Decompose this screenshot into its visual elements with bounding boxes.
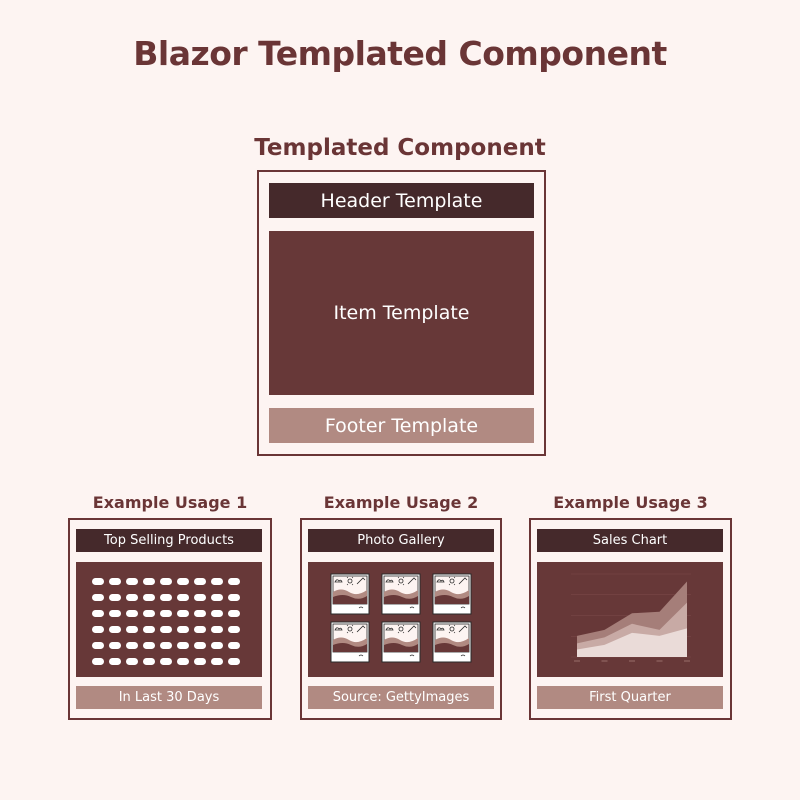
example-1-item-area xyxy=(76,562,262,677)
example-2-footer: Source: GettyImages xyxy=(308,686,494,709)
list-item-dot xyxy=(92,626,104,633)
list-item-dot xyxy=(177,642,189,649)
list-item-dot xyxy=(92,642,104,649)
list-item-dot xyxy=(126,578,138,585)
list-item-dot xyxy=(160,594,172,601)
page-title: Blazor Templated Component xyxy=(0,34,800,73)
list-item-dot xyxy=(160,578,172,585)
photo-gallery-grid xyxy=(308,562,494,677)
list-item-dot xyxy=(126,610,138,617)
list-item-dot xyxy=(109,642,121,649)
sales-area-chart xyxy=(537,562,723,677)
list-item-dot xyxy=(109,594,121,601)
list-item-dot xyxy=(160,642,172,649)
example-1-footer: In Last 30 Days xyxy=(76,686,262,709)
example-2-header: Photo Gallery xyxy=(308,529,494,552)
list-item-dot xyxy=(126,594,138,601)
list-item-dot xyxy=(177,610,189,617)
footer-template-bar: Footer Template xyxy=(269,408,534,443)
list-item-dot xyxy=(194,642,206,649)
list-item-dot xyxy=(92,578,104,585)
item-template-area: Item Template xyxy=(269,231,534,395)
list-item-dot xyxy=(228,658,240,665)
list-item-dot xyxy=(143,594,155,601)
list-item-dot xyxy=(211,594,223,601)
example-usage-3-title: Example Usage 3 xyxy=(529,493,732,512)
list-item-dot xyxy=(211,626,223,633)
list-item-dot xyxy=(92,610,104,617)
example-3-item-area xyxy=(537,562,723,677)
list-item-dot xyxy=(160,658,172,665)
example-usage-1-title: Example Usage 1 xyxy=(68,493,272,512)
list-item-dot xyxy=(228,578,240,585)
list-item-dot xyxy=(109,578,121,585)
example-3-header: Sales Chart xyxy=(537,529,723,552)
list-item-dot xyxy=(160,626,172,633)
example-3-footer: First Quarter xyxy=(537,686,723,709)
list-item-dot xyxy=(160,610,172,617)
list-item-dot xyxy=(194,626,206,633)
list-item-dot xyxy=(228,610,240,617)
list-item-dot xyxy=(143,642,155,649)
list-item-dot xyxy=(143,610,155,617)
list-item-dot xyxy=(177,578,189,585)
list-item-dot xyxy=(143,658,155,665)
example-1-header: Top Selling Products xyxy=(76,529,262,552)
list-item-dot xyxy=(211,578,223,585)
list-item-dot xyxy=(126,626,138,633)
example-usage-2-title: Example Usage 2 xyxy=(300,493,502,512)
list-item-dot xyxy=(211,642,223,649)
list-item-dot xyxy=(92,658,104,665)
list-item-dot xyxy=(194,578,206,585)
list-item-dot xyxy=(177,594,189,601)
list-item-dot xyxy=(143,578,155,585)
list-item-dot xyxy=(228,594,240,601)
list-item-dot xyxy=(177,626,189,633)
list-item-dot xyxy=(109,658,121,665)
list-item-dot xyxy=(194,658,206,665)
list-item-dot xyxy=(228,626,240,633)
list-item-dot xyxy=(126,658,138,665)
list-item-dot xyxy=(194,610,206,617)
example-2-item-area xyxy=(308,562,494,677)
list-item-dot xyxy=(109,610,121,617)
list-item-dot xyxy=(92,594,104,601)
list-item-dot xyxy=(211,610,223,617)
list-item-dot xyxy=(211,658,223,665)
list-item-dot xyxy=(126,642,138,649)
list-item-dot xyxy=(143,626,155,633)
list-item-dot xyxy=(177,658,189,665)
header-template-bar: Header Template xyxy=(269,183,534,218)
list-item-dot xyxy=(109,626,121,633)
list-item-dot xyxy=(228,642,240,649)
templated-component-title: Templated Component xyxy=(0,135,800,161)
list-item-dot xyxy=(194,594,206,601)
